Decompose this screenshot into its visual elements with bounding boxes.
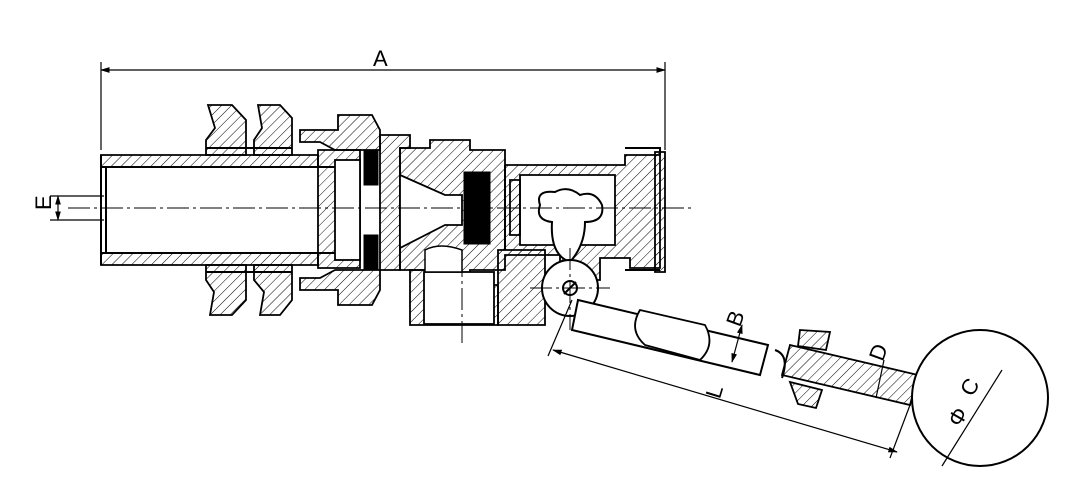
lever-head xyxy=(530,188,610,330)
label-l: L xyxy=(701,382,728,401)
dimension-e: E xyxy=(31,195,104,221)
inlet-tube xyxy=(100,154,353,266)
center-lines xyxy=(68,207,695,345)
label-a: A xyxy=(373,46,388,71)
union-coupling xyxy=(299,114,411,306)
dimension-a: A xyxy=(100,46,666,150)
float-rod xyxy=(774,329,920,410)
label-d: D xyxy=(864,340,893,363)
lock-nuts xyxy=(205,104,293,316)
outlet-port xyxy=(409,245,546,326)
label-e: E xyxy=(31,195,56,210)
label-b: B xyxy=(721,307,750,329)
float-ball: Φ C xyxy=(911,329,1049,467)
